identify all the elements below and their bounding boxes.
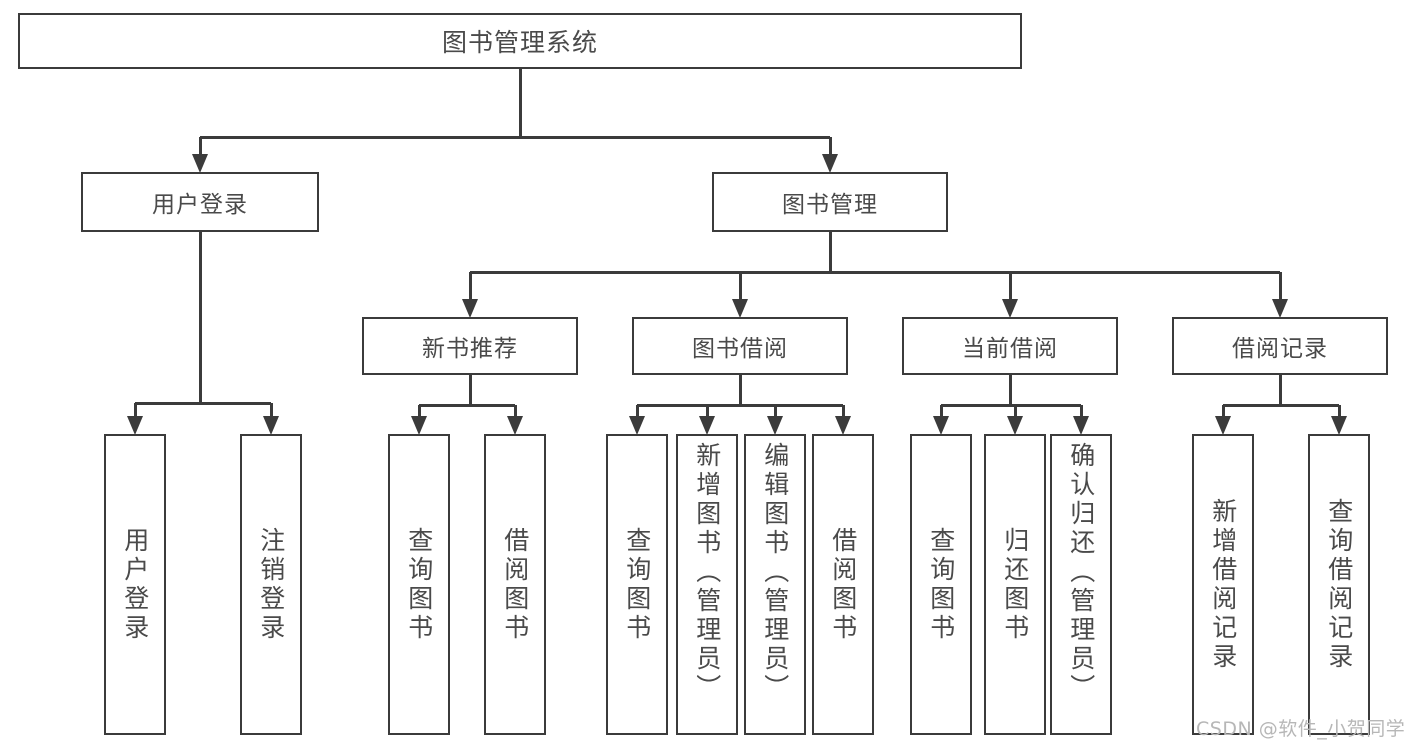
node-book-borrow[interactable]: 图书借阅 xyxy=(632,317,848,375)
node-label: 查询图书 xyxy=(926,526,956,643)
node-label: 确认归还（管理员） xyxy=(1066,442,1096,703)
connector-vertical xyxy=(198,137,202,155)
connector-vertical xyxy=(1278,375,1282,405)
arrowhead-icon xyxy=(1215,416,1231,435)
connector-vertical xyxy=(133,403,137,417)
node-leaf-query-book-current[interactable]: 查询图书 xyxy=(910,434,972,735)
node-new-book-rec[interactable]: 新书推荐 xyxy=(362,317,578,375)
arrowhead-icon xyxy=(192,154,208,173)
arrowhead-icon xyxy=(507,416,523,435)
node-label: 用户登录 xyxy=(152,192,248,218)
arrowhead-icon xyxy=(933,416,949,435)
node-leaf-add-book[interactable]: 新增图书（管理员） xyxy=(676,434,738,735)
connector-vertical xyxy=(828,137,832,155)
node-label: 图书管理 xyxy=(782,192,878,218)
node-label: 查询图书 xyxy=(622,526,652,643)
connector-horizontal xyxy=(200,135,830,139)
connector-vertical xyxy=(417,405,421,417)
node-leaf-user-logout[interactable]: 注销登录 xyxy=(240,434,302,735)
node-leaf-query-book-borrow[interactable]: 查询图书 xyxy=(606,434,668,735)
arrowhead-icon xyxy=(1002,299,1018,318)
connector-vertical xyxy=(518,69,522,137)
node-root-system[interactable]: 图书管理系统 xyxy=(18,13,1022,69)
node-label: 借阅图书 xyxy=(828,526,858,643)
connector-horizontal xyxy=(941,403,1081,407)
connector-vertical xyxy=(1079,405,1083,417)
node-leaf-edit-book[interactable]: 编辑图书（管理员） xyxy=(744,434,806,735)
node-label: 查询借阅记录 xyxy=(1324,497,1354,672)
node-label: 用户登录 xyxy=(120,526,150,643)
arrowhead-icon xyxy=(732,299,748,318)
node-label: 当前借阅 xyxy=(962,336,1058,362)
connector-vertical xyxy=(828,232,832,272)
arrowhead-icon xyxy=(699,416,715,435)
node-borrow-record[interactable]: 借阅记录 xyxy=(1172,317,1388,375)
arrowhead-icon xyxy=(629,416,645,435)
connector-vertical xyxy=(1013,405,1017,417)
node-label: 图书管理系统 xyxy=(441,28,598,57)
arrowhead-icon xyxy=(127,416,143,435)
node-leaf-confirm-return[interactable]: 确认归还（管理员） xyxy=(1050,434,1112,735)
node-leaf-query-record[interactable]: 查询借阅记录 xyxy=(1308,434,1370,735)
arrowhead-icon xyxy=(1331,416,1347,435)
connector-vertical xyxy=(1337,405,1341,417)
connector-vertical xyxy=(468,375,472,405)
node-current-borrow[interactable]: 当前借阅 xyxy=(902,317,1118,375)
node-label: 注销登录 xyxy=(256,526,286,643)
node-user-login[interactable]: 用户登录 xyxy=(81,172,319,232)
node-leaf-add-record[interactable]: 新增借阅记录 xyxy=(1192,434,1254,735)
connector-horizontal xyxy=(135,401,271,405)
connector-vertical xyxy=(738,375,742,405)
arrowhead-icon xyxy=(1272,299,1288,318)
node-label: 查询图书 xyxy=(404,526,434,643)
node-label: 归还图书 xyxy=(1000,526,1030,643)
connector-vertical xyxy=(773,405,777,417)
node-leaf-borrow-book-rec[interactable]: 借阅图书 xyxy=(484,434,546,735)
arrowhead-icon xyxy=(835,416,851,435)
connector-vertical xyxy=(939,405,943,417)
arrowhead-icon xyxy=(411,416,427,435)
connector-vertical xyxy=(1221,405,1225,417)
node-book-manage[interactable]: 图书管理 xyxy=(712,172,948,232)
node-label: 图书借阅 xyxy=(692,336,788,362)
node-label: 借阅图书 xyxy=(500,526,530,643)
connector-vertical xyxy=(269,403,273,417)
node-label: 新增图书（管理员） xyxy=(692,442,722,703)
connector-horizontal xyxy=(470,270,1280,274)
arrowhead-icon xyxy=(1007,416,1023,435)
connector-vertical xyxy=(1278,272,1282,300)
connector-horizontal xyxy=(419,403,515,407)
node-leaf-user-login[interactable]: 用户登录 xyxy=(104,434,166,735)
node-leaf-return-book[interactable]: 归还图书 xyxy=(984,434,1046,735)
connector-vertical xyxy=(513,405,517,417)
arrowhead-icon xyxy=(822,154,838,173)
connector-vertical xyxy=(841,405,845,417)
node-label: 新书推荐 xyxy=(422,336,518,362)
node-label: 借阅记录 xyxy=(1232,336,1328,362)
node-leaf-query-book-rec[interactable]: 查询图书 xyxy=(388,434,450,735)
connector-vertical xyxy=(1008,375,1012,405)
connector-vertical xyxy=(705,405,709,417)
connector-vertical xyxy=(198,232,202,403)
arrowhead-icon xyxy=(263,416,279,435)
connector-vertical xyxy=(1008,272,1012,300)
arrowhead-icon xyxy=(1073,416,1089,435)
connector-horizontal xyxy=(1223,403,1339,407)
connector-horizontal xyxy=(637,403,843,407)
node-label: 新增借阅记录 xyxy=(1208,497,1238,672)
arrowhead-icon xyxy=(462,299,478,318)
node-label: 编辑图书（管理员） xyxy=(760,442,790,703)
connector-vertical xyxy=(738,272,742,300)
connector-vertical xyxy=(468,272,472,300)
arrowhead-icon xyxy=(767,416,783,435)
connector-vertical xyxy=(635,405,639,417)
node-leaf-borrow-book[interactable]: 借阅图书 xyxy=(812,434,874,735)
